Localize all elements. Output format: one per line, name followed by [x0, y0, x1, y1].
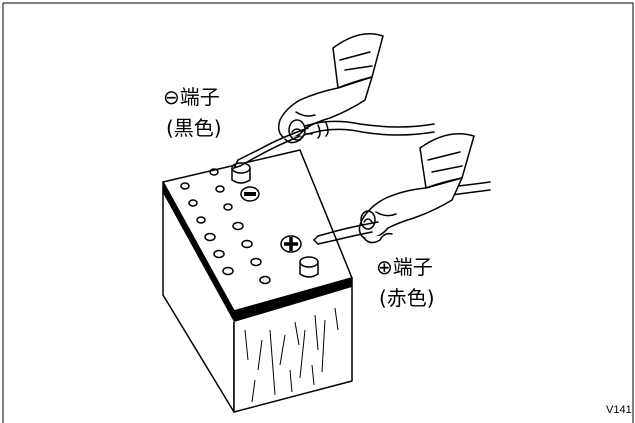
positive-terminal-label: ⊕端子 [376, 255, 433, 279]
positive-clamp-icon [312, 210, 379, 245]
negative-terminal-label: ⊖端子 [163, 85, 220, 109]
left-hand-icon [277, 33, 384, 144]
positive-color-label: (赤色) [379, 286, 435, 310]
right-hand-icon [358, 133, 475, 244]
reference-code: V141 [606, 404, 632, 416]
negative-color-label: (黒色) [166, 116, 222, 140]
negative-clamp-icon [232, 119, 309, 170]
battery-icon [162, 149, 353, 413]
